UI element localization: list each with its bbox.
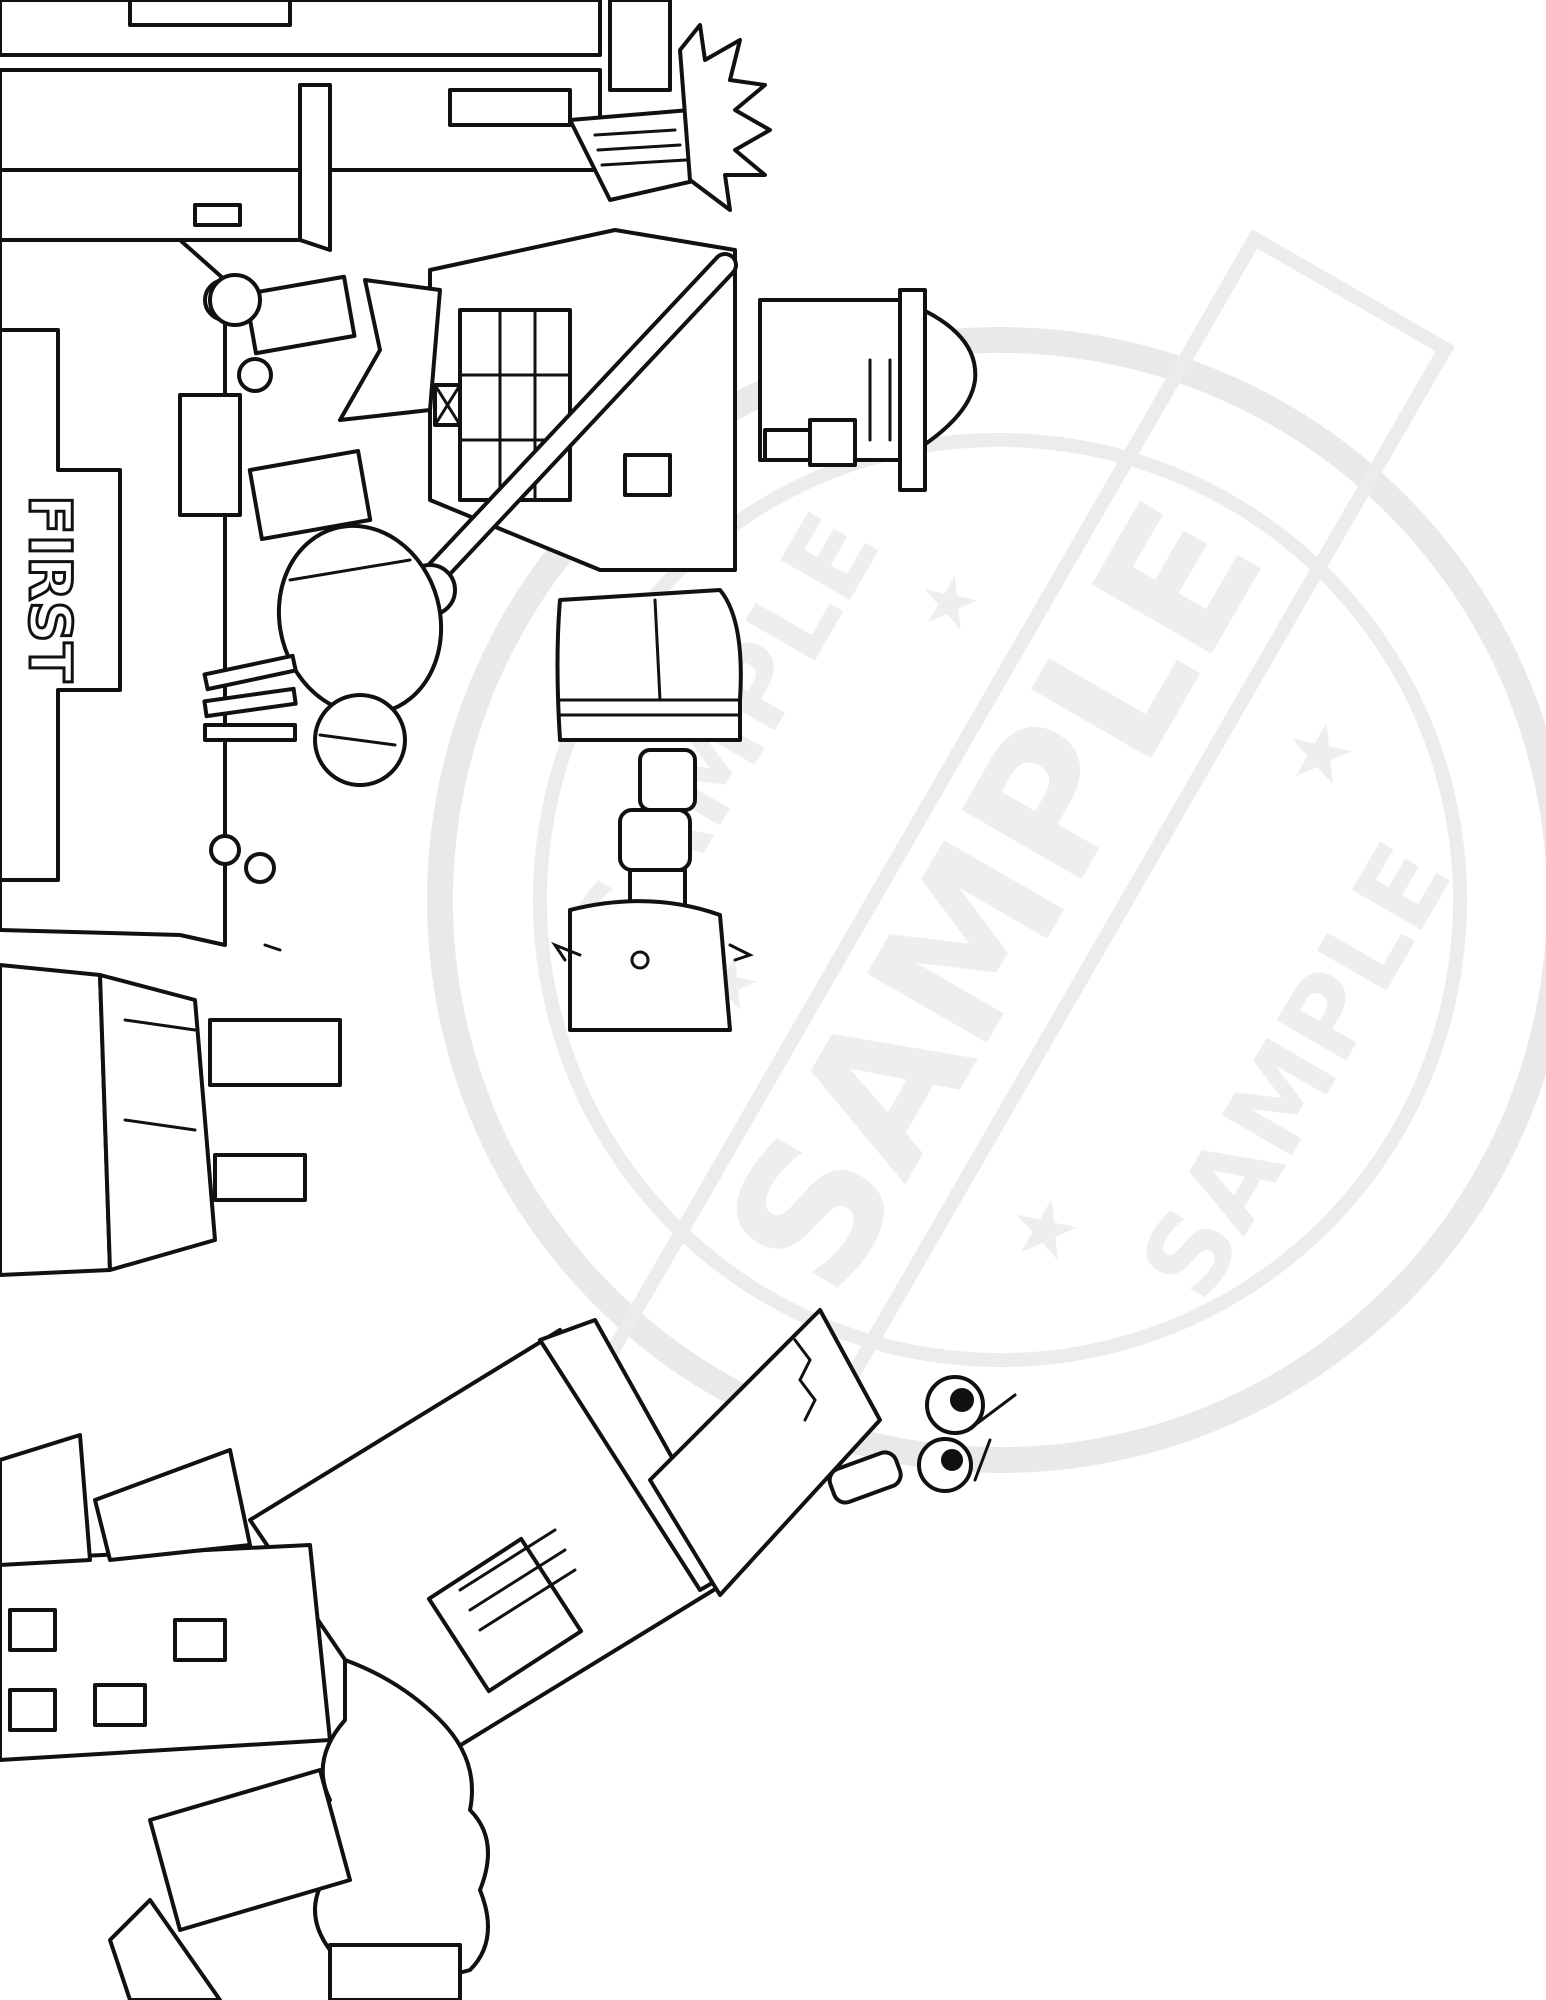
first-sign-building: FIRST <box>0 238 282 952</box>
watermark-outer-ring <box>427 327 1546 1473</box>
watermark-star-icon: ★ <box>1260 699 1376 808</box>
knight-robot <box>202 228 978 1032</box>
grid-window-icon <box>426 1528 584 1694</box>
box-robot-creature <box>0 1308 1017 2000</box>
watermark-star-icon: ★ <box>896 555 998 650</box>
first-sign-text: FIRST <box>16 495 84 683</box>
wooden-shack <box>0 963 342 1277</box>
watermark-star-icon: ★ <box>985 1176 1101 1285</box>
background-buildings <box>0 0 772 252</box>
